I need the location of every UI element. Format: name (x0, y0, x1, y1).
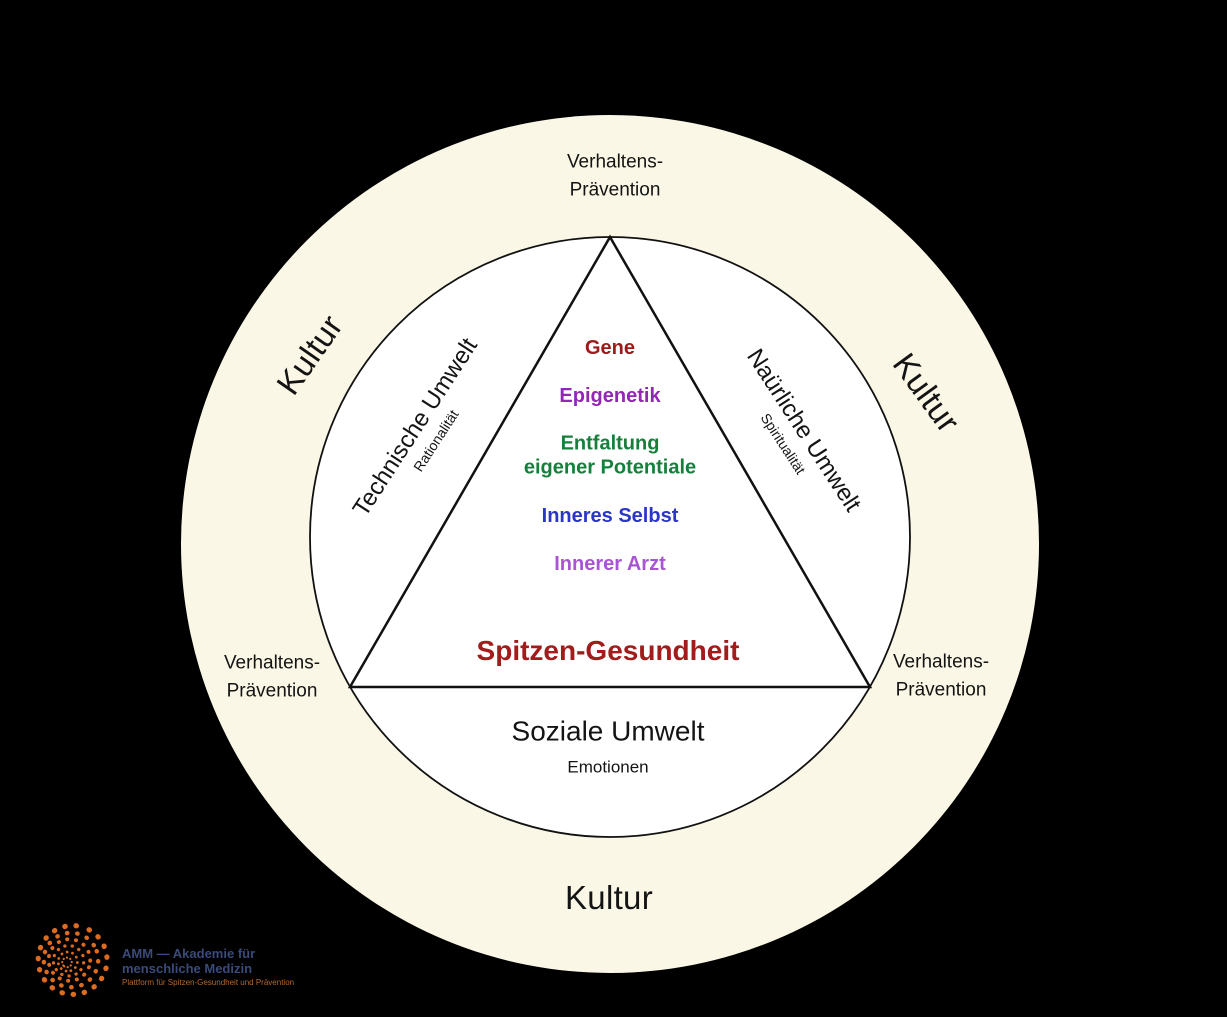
soziale-umwelt-label: Soziale Umwelt (511, 715, 705, 747)
spitzen-gesundheit-headline: Spitzen-Gesundheit (476, 635, 740, 666)
kultur-bottom-label: Kultur (564, 878, 654, 916)
inneres-selbst-label: Inneres Selbst (541, 505, 679, 528)
entfaltung-eigener-potentiale-label: Entfaltung eigener Potentiale (523, 432, 697, 478)
health-triangle (347, 234, 873, 689)
verhaltens-praevention-right-label: Verhaltens- Prävention (892, 651, 990, 700)
amm-logo: AMM — Akademie für menschliche Medizin P… (28, 920, 294, 1000)
innerer-arzt-label: Innerer Arzt (554, 553, 666, 576)
verhaltens-praevention-left-label: Verhaltens- Prävention (223, 652, 321, 701)
amm-logo-tagline: Plattform für Spitzen-Gesundheit und Prä… (122, 978, 295, 988)
amm-logo-name: AMM — Akademie für menschliche Medizin (122, 945, 256, 976)
epigenetik-label: Epigenetik (559, 385, 661, 408)
verhaltens-praevention-top-label: Verhaltens- Prävention (566, 151, 664, 200)
amm-spiral-icon (35, 923, 110, 997)
gene-label: Gene (584, 337, 636, 360)
amm-logo-text: AMM — Akademie für menschliche Medizin P… (122, 945, 295, 988)
emotionen-label: Emotionen (567, 757, 649, 777)
